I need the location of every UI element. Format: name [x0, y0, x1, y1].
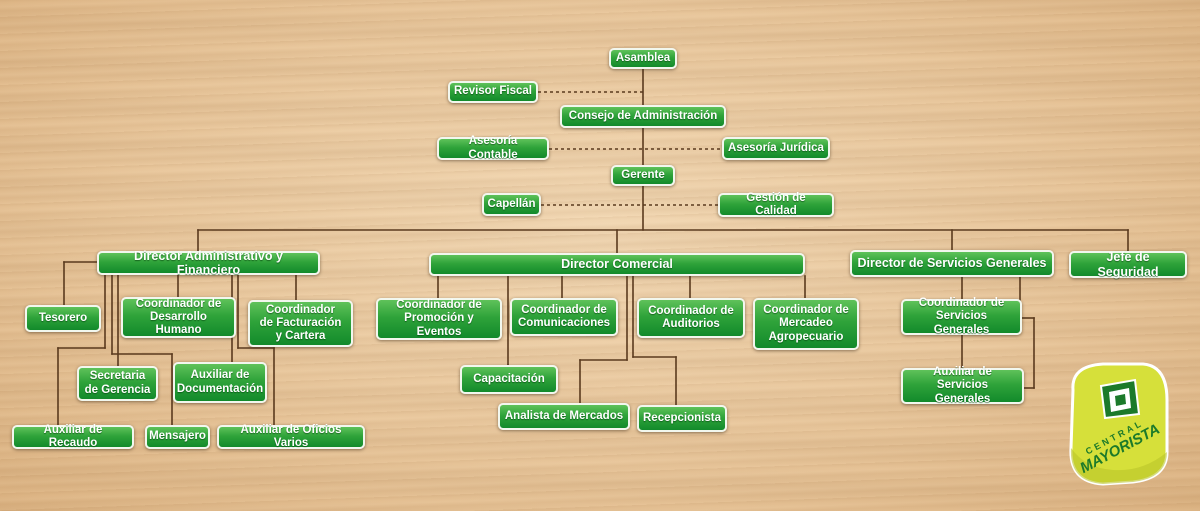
logo-emblem-icon [1099, 378, 1141, 420]
node-capacitacion: Capacitación [460, 365, 558, 394]
node-director-comercial: Director Comercial [429, 253, 805, 276]
node-analista-mercados: Analista de Mercados [498, 403, 630, 430]
node-asamblea: Asamblea [609, 48, 677, 69]
node-coordinador-auditorios: Coordinador de Auditorios [637, 298, 745, 338]
node-mensajero: Mensajero [145, 425, 210, 449]
node-tesorero: Tesorero [25, 305, 101, 332]
node-revisor-fiscal: Revisor Fiscal [448, 81, 538, 103]
node-coordinador-servicios-generales: Coordinador de Servicios Generales [901, 297, 1022, 336]
node-asesoria-juridica: Asesoría Jurídica [722, 137, 830, 160]
node-auxiliar-recaudo: Auxiliar de Recaudo [12, 424, 134, 449]
node-coordinador-comunicaciones: Coordinador de Comunicaciones [510, 298, 618, 336]
node-director-servicios: Director de Servicios Generales [850, 250, 1054, 277]
node-jefe-seguridad: Jefe de Seguridad [1069, 250, 1187, 279]
node-recepcionista: Recepcionista [637, 405, 727, 432]
node-auxiliar-documentacion: Auxiliar de Documentación [173, 362, 267, 403]
node-asesoria-contable: Asesoría Contable [437, 135, 549, 161]
node-consejo-administracion: Consejo de Administración [560, 105, 726, 128]
node-coordinador-desarrollo-humano: Coordinador de Desarrollo Humano [121, 297, 236, 338]
node-coordinador-promocion: Coordinador de Promoción y Eventos [376, 298, 502, 340]
node-gerente: Gerente [611, 165, 675, 186]
node-coordinador-mercadeo: Coordinador de Mercadeo Agropecuario [753, 298, 859, 350]
node-gestion-calidad: Gestión de Calidad [718, 192, 834, 217]
node-coordinador-facturacion: Coordinador de Facturación y Cartera [248, 300, 353, 347]
node-auxiliar-oficios-varios: Auxiliar de Oficios Varios [217, 424, 365, 449]
node-secretaria-gerencia: Secretaria de Gerencia [77, 366, 158, 401]
node-capellan: Capellán [482, 193, 541, 216]
node-auxiliar-servicios-generales: Auxiliar de Servicios Generales [901, 366, 1024, 405]
central-mayorista-logo: CENTRAL MAYORISTA [1069, 362, 1169, 486]
node-director-administrativo: Director Administrativo y Financiero [97, 249, 320, 277]
